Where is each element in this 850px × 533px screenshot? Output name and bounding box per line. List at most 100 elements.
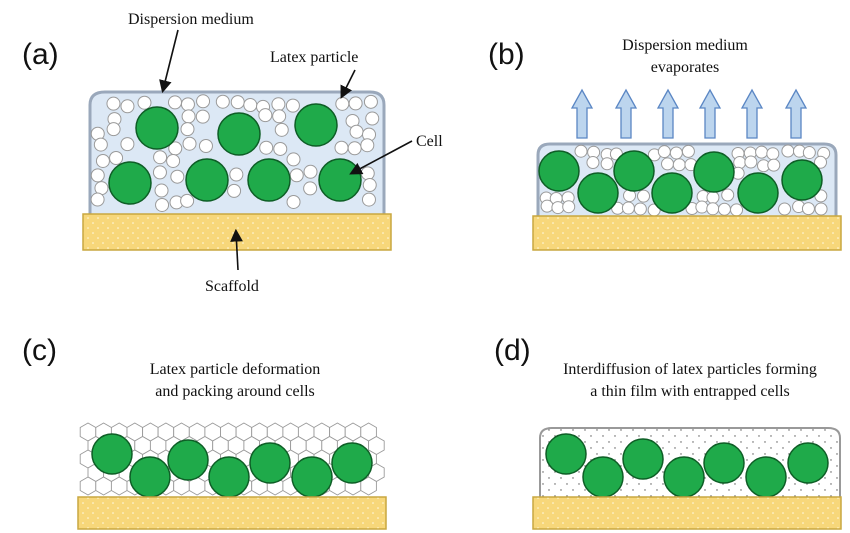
panel-d-letter: (d) (494, 334, 531, 367)
cell (787, 442, 829, 484)
cell (167, 439, 209, 481)
cell (651, 172, 693, 214)
latex-particle (180, 122, 195, 137)
cells-d (545, 433, 829, 498)
cell (577, 172, 619, 214)
latex-particle (181, 109, 196, 124)
cells-b (538, 150, 823, 214)
latex-particle (574, 144, 588, 158)
cell (693, 151, 735, 193)
evaporation-arrow (740, 88, 764, 139)
latex-particle (274, 122, 289, 137)
latex-particle (361, 192, 376, 207)
panel-a-letter: (a) (22, 38, 59, 71)
evaporation-arrow (570, 88, 594, 139)
latex-particle (360, 166, 375, 181)
cell (582, 456, 624, 498)
latex-particle (621, 201, 635, 215)
cell (545, 433, 587, 475)
cell (745, 456, 787, 498)
latex-particle (562, 200, 576, 214)
latex-particle (229, 167, 244, 182)
latex-particle (730, 203, 744, 217)
latex-particle (717, 202, 731, 216)
deformed-particle (110, 476, 128, 496)
arrow-cell (349, 140, 413, 175)
deformed-particle (79, 476, 97, 496)
latex-particle (166, 153, 181, 168)
latex-particle (349, 124, 364, 139)
cell (185, 158, 229, 202)
latex-particle (243, 98, 258, 113)
arrow-latex-particle (340, 69, 356, 99)
cell (135, 106, 179, 150)
evaporation-arrow (698, 88, 722, 139)
cell (294, 103, 338, 147)
panel-c: (c) Latex particle deformation and packi… (22, 334, 387, 530)
latex-particle (106, 96, 121, 111)
latex-particle (347, 141, 362, 156)
latex-particles-b (539, 144, 831, 217)
cell (622, 438, 664, 480)
latex-particle (196, 94, 211, 109)
cell (538, 150, 580, 192)
latex-particle (90, 192, 105, 207)
panel-d: (d) Interdiffusion of latex particles fo… (494, 334, 842, 530)
latex-particle (90, 168, 105, 183)
latex-particle (182, 136, 197, 151)
latex-particle (335, 96, 350, 111)
latex-particle (778, 202, 792, 216)
caption-b-line1: Dispersion medium (622, 37, 748, 54)
latex-particle (167, 95, 182, 110)
latex-particle (285, 98, 300, 113)
latex-particle (120, 99, 135, 114)
cells-c (91, 433, 373, 498)
latex-particle (259, 140, 274, 155)
latex-particle (348, 96, 363, 111)
deformed-particle (95, 476, 112, 496)
latex-particle (781, 144, 795, 158)
latex-particle (93, 137, 108, 152)
cell (247, 158, 291, 202)
latex-particle (661, 157, 675, 171)
latex-particle (540, 199, 554, 213)
cell (737, 172, 779, 214)
latex-particle (706, 190, 720, 204)
latex-particle (672, 158, 686, 172)
latex-particle (227, 183, 242, 198)
cell (129, 456, 171, 498)
latex-particle (137, 95, 152, 110)
latex-particle (286, 194, 301, 209)
latex-particle (154, 183, 169, 198)
latex-particle (271, 97, 286, 112)
evaporation-arrow (614, 88, 638, 139)
latex-particle (801, 202, 815, 216)
latex-particle (303, 164, 318, 179)
scaffold-c (77, 496, 387, 530)
latex-particle (802, 146, 816, 160)
label-latex-particle: Latex particle (270, 49, 358, 66)
arrow-scaffold (230, 228, 243, 271)
cell (318, 158, 362, 202)
cell (663, 456, 705, 498)
panel-c-letter: (c) (22, 334, 57, 367)
latex-particle (600, 157, 614, 171)
latex-particle (152, 165, 167, 180)
cell (217, 112, 261, 156)
latex-particle (273, 141, 288, 156)
latex-particle (230, 95, 245, 110)
latex-particle (657, 145, 671, 159)
latex-particle (303, 181, 318, 196)
latex-particle (706, 202, 720, 216)
cell (703, 442, 745, 484)
latex-particle (286, 152, 301, 167)
cell (613, 150, 655, 192)
cell (91, 433, 133, 475)
latex-particle (272, 109, 287, 124)
latex-particle (733, 156, 747, 170)
latex-particle (198, 138, 213, 153)
label-dispersion-medium: Dispersion medium (128, 11, 254, 28)
latex-particle (180, 193, 195, 208)
evaporation-arrow (656, 88, 680, 139)
latex-particle (814, 202, 828, 216)
